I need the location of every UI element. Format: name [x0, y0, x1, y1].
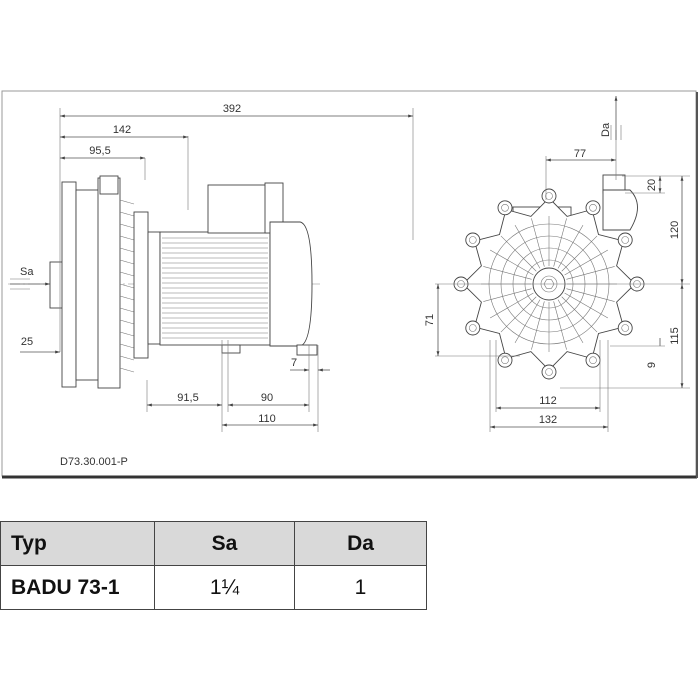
dim-25: 25 — [21, 336, 33, 348]
discharge-port — [99, 175, 119, 195]
sa-label: Sa — [20, 266, 34, 278]
cell-typ: BADU 73-1 — [0, 565, 155, 610]
motor-flange — [133, 211, 149, 359]
motor-body — [159, 231, 271, 346]
bolt-lug — [541, 364, 557, 380]
dim-142: 142 — [113, 124, 131, 136]
bolt-lug — [585, 352, 601, 368]
dim-115: 115 — [669, 327, 681, 345]
table-header-row: Typ Sa Da — [0, 521, 427, 566]
bolt-lug — [497, 352, 513, 368]
da-label: Da — [600, 122, 612, 137]
dim-90: 90 — [261, 392, 273, 404]
cell-da: 1 — [294, 565, 427, 610]
dim-71: 71 — [424, 314, 436, 326]
dimension-labels: 392 142 95,5 25 91,5 90 110 7 77 20 120 … — [20, 103, 681, 468]
terminal-box — [207, 184, 269, 234]
header-typ: Typ — [0, 521, 155, 566]
dim-91-5: 91,5 — [177, 392, 198, 404]
dim-20: 20 — [646, 179, 658, 191]
bolt-lug — [541, 188, 557, 204]
bolt-lug — [465, 232, 481, 248]
dim-132: 132 — [539, 414, 557, 426]
bolt-lug — [585, 200, 601, 216]
dim-112: 112 — [539, 395, 557, 407]
bolt-lug — [465, 320, 481, 336]
dim-110: 110 — [258, 413, 276, 425]
motor-end-cap — [269, 221, 313, 347]
cell-sa: 1¼ — [154, 565, 295, 610]
header-sa: Sa — [154, 521, 295, 566]
bolt-lug — [497, 200, 513, 216]
table-row: BADU 73-1 1¼ 1 — [0, 565, 427, 610]
dim-392: 392 — [223, 103, 241, 115]
dim-7: 7 — [291, 357, 297, 369]
dimension-lines — [10, 96, 690, 432]
dim-120: 120 — [669, 221, 681, 239]
dim-95-5: 95,5 — [89, 145, 110, 157]
bolt-lug — [617, 232, 633, 248]
bolt-lug — [617, 320, 633, 336]
dim-77: 77 — [574, 148, 586, 160]
pump-side-view — [8, 175, 320, 389]
spec-table: Typ Sa Da BADU 73-1 1¼ 1 — [0, 521, 427, 610]
dim-9: 9 — [646, 362, 658, 368]
header-da: Da — [294, 521, 427, 566]
drawing-code: D73.30.001-P — [60, 456, 128, 468]
